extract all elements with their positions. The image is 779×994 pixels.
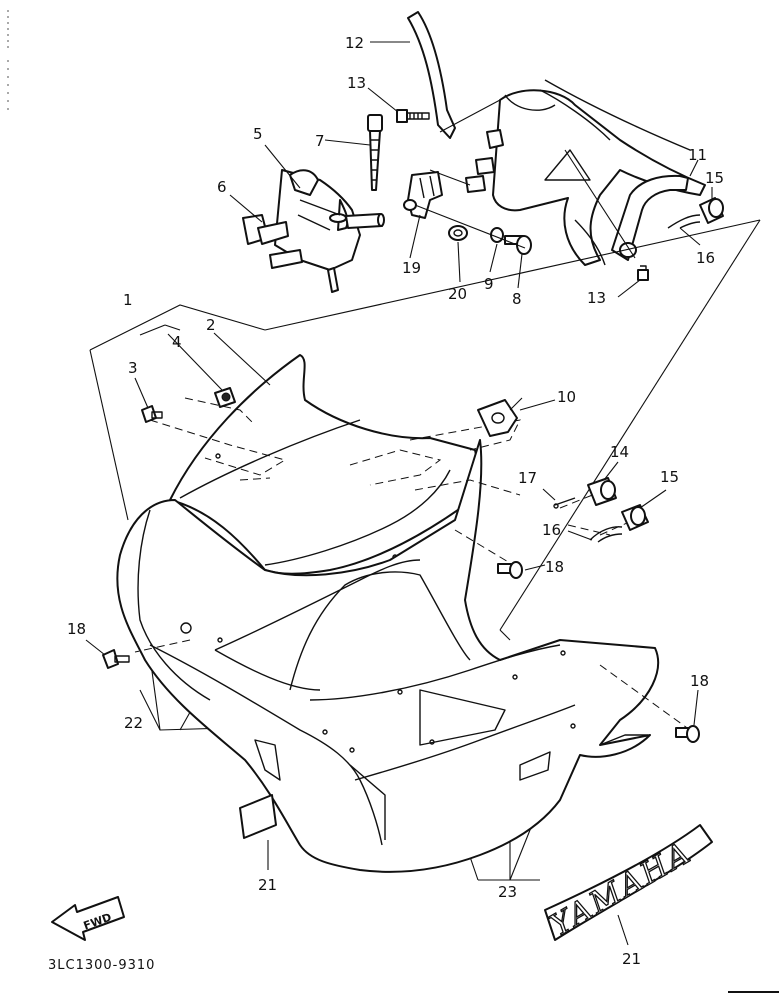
pin-16-upper <box>667 214 701 229</box>
callout-8: 8 <box>512 290 522 308</box>
callout-6: 6 <box>217 178 227 196</box>
callout-13-upper: 13 <box>347 74 366 92</box>
callout-17: 17 <box>518 469 537 487</box>
callout-9: 9 <box>484 275 494 293</box>
callout-22: 22 <box>124 714 143 732</box>
callout-15-upper: 15 <box>705 169 724 187</box>
callout-labels: 12 13 7 5 6 11 15 16 13 19 20 9 8 1 2 4 … <box>67 34 724 968</box>
front-stay-assembly <box>242 11 724 293</box>
callout-14: 14 <box>610 443 629 461</box>
cowling-1 <box>116 439 660 873</box>
callout-3: 3 <box>128 359 138 377</box>
callout-21-left: 21 <box>258 876 277 894</box>
bolt-13-right <box>637 265 649 281</box>
callout-leaders <box>85 41 713 946</box>
callout-2: 2 <box>206 316 216 334</box>
callout-18-middle: 18 <box>545 558 564 576</box>
clamp-19 <box>403 171 443 219</box>
callout-20: 20 <box>448 285 467 303</box>
callout-12: 12 <box>345 34 364 52</box>
yamaha-emblem: YAMAHA <box>544 824 713 944</box>
callout-21-right: 21 <box>622 950 641 968</box>
callout-10: 10 <box>557 388 576 406</box>
collar-20 <box>448 225 468 241</box>
callout-4: 4 <box>172 333 182 351</box>
small-hardware <box>102 387 700 839</box>
fwd-arrow-icon: FWD <box>51 896 125 941</box>
callout-19: 19 <box>402 259 421 277</box>
callout-23: 23 <box>498 883 517 901</box>
headlight-bracket-5-6 <box>242 169 385 293</box>
stay-11 <box>611 174 689 261</box>
callout-5: 5 <box>253 125 263 143</box>
callout-16-upper: 16 <box>696 249 715 267</box>
callout-18-left: 18 <box>67 620 86 638</box>
callout-11: 11 <box>688 146 707 164</box>
callout-13-right: 13 <box>587 289 606 307</box>
cable-tie-7 <box>367 114 383 191</box>
callout-1: 1 <box>123 291 133 309</box>
callout-15-lower: 15 <box>660 468 679 486</box>
callout-7: 7 <box>315 132 325 150</box>
callout-18-right: 18 <box>690 672 709 690</box>
catalog-code: 3LC1300-9310 <box>48 958 155 973</box>
bolt-13-upper <box>396 109 430 123</box>
collar-15-upper <box>699 197 724 224</box>
callout-16-lower: 16 <box>542 521 561 539</box>
